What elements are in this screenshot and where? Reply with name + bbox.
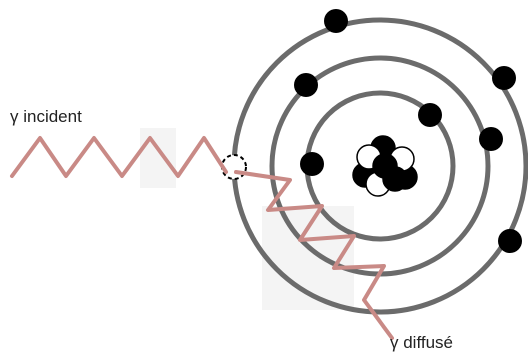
electron	[294, 73, 318, 97]
electron	[492, 66, 516, 90]
background-patch	[140, 128, 176, 188]
electron	[479, 127, 503, 151]
electron	[498, 229, 522, 253]
nucleon-proton	[372, 153, 398, 179]
scattered-wave	[234, 170, 394, 340]
electron	[418, 103, 442, 127]
electron-vacancy	[221, 154, 247, 180]
electrons	[294, 9, 522, 253]
incident-label: γ incident	[10, 107, 82, 126]
electron	[300, 152, 324, 176]
nucleus	[352, 135, 418, 197]
electron	[324, 9, 348, 33]
incident-wave	[10, 136, 228, 178]
scattered-label: γ diffusé	[390, 333, 454, 352]
